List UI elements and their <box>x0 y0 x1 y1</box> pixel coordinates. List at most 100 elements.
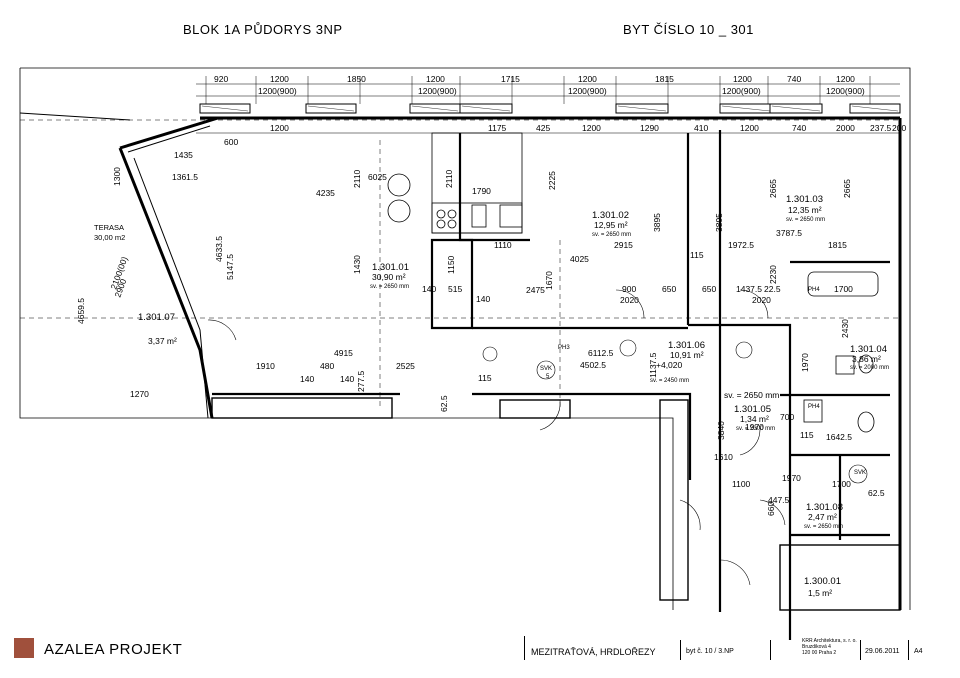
footer-date: 29.06.2011 <box>865 648 900 655</box>
svg-text:SVK: SVK <box>540 366 552 372</box>
top-dimensions-row1: 920 1200 1850 1200 1715 1200 1815 1200 7… <box>214 74 855 84</box>
svg-text:+4,020: +4,020 <box>656 360 683 370</box>
svg-text:5147.5: 5147.5 <box>225 254 235 280</box>
svg-text:4633.5: 4633.5 <box>214 236 224 262</box>
svg-text:1.301.06: 1.301.06 <box>668 340 705 351</box>
top-dimension-lines <box>196 76 900 134</box>
office-line3: 120 00 Praha 2 <box>802 650 837 656</box>
svg-text:1.301.01: 1.301.01 <box>372 262 409 273</box>
room-1301-04: 1.301.04 3,86 m² sv. = 2000 mm <box>850 344 889 371</box>
svg-text:62.5: 62.5 <box>868 488 885 498</box>
room-1300-01: 1.300.01 1,5 m² <box>804 576 841 598</box>
svg-text:115: 115 <box>690 250 704 260</box>
svg-text:1642.5: 1642.5 <box>826 432 852 442</box>
svg-text:900: 900 <box>622 284 636 294</box>
footer-divider <box>680 640 681 660</box>
svg-text:1700: 1700 <box>832 479 851 489</box>
svg-text:2665: 2665 <box>768 179 778 198</box>
circle-markers <box>482 339 868 484</box>
door-swings <box>207 289 786 586</box>
svg-text:62.5: 62.5 <box>439 395 449 412</box>
svg-text:515: 515 <box>448 284 462 294</box>
footer-divider <box>524 636 525 660</box>
symbol-labels: SVK 5 SVK PH3 PH4 PH4 <box>540 287 866 476</box>
svg-text:1850: 1850 <box>347 74 366 84</box>
svg-text:1815: 1815 <box>828 240 847 250</box>
footer-office: KRR Architektura, s. r. o. Bruzdiková 4 … <box>802 638 857 656</box>
svg-text:1815: 1815 <box>655 74 674 84</box>
svg-text:22.5: 22.5 <box>764 284 781 294</box>
top-dimensions-row3: 600 1200 1175 425 1200 1290 410 1200 740… <box>224 123 906 147</box>
svg-text:140: 140 <box>476 294 490 304</box>
svg-text:140: 140 <box>422 284 436 294</box>
svg-text:6112.5: 6112.5 <box>588 348 614 358</box>
footer-sheet: byt č. 10 / 3.NP <box>686 648 734 655</box>
svg-text:277.5: 277.5 <box>356 370 366 392</box>
svg-text:5: 5 <box>546 374 550 380</box>
svg-text:TERASA: TERASA <box>94 223 124 232</box>
svg-text:sv. = 2300 mm: sv. = 2300 mm <box>736 426 775 432</box>
svg-text:650: 650 <box>702 284 716 294</box>
svg-text:700: 700 <box>780 412 794 422</box>
svg-text:2475: 2475 <box>526 285 545 295</box>
svg-text:1290: 1290 <box>640 123 659 133</box>
svg-text:920: 920 <box>214 74 228 84</box>
svg-text:sv. = 2650 mm: sv. = 2650 mm <box>370 284 409 290</box>
svg-text:1270: 1270 <box>130 389 149 399</box>
svg-text:1100: 1100 <box>732 479 751 489</box>
svg-text:1137.5: 1137.5 <box>648 352 658 378</box>
svg-text:1200(900): 1200(900) <box>258 86 297 96</box>
axis-lines <box>20 119 900 410</box>
svg-text:237.5: 237.5 <box>870 123 892 133</box>
svg-text:4502.5: 4502.5 <box>580 360 606 370</box>
svg-text:12,35 m²: 12,35 m² <box>788 205 822 215</box>
svg-text:1.301.05: 1.301.05 <box>734 404 771 415</box>
svg-text:447.5: 447.5 <box>768 495 790 505</box>
svg-text:sv. = 2650 mm: sv. = 2650 mm <box>786 217 825 223</box>
inner-dimensions: 6025 4235 1790 2110 2110 2225 3895 3895 … <box>76 150 885 516</box>
room-1301-02: 1.301.02 12,95 m² sv. = 2650 mm <box>592 210 631 238</box>
svg-text:1970: 1970 <box>782 473 801 483</box>
room-1301-07: 1.301.07 3,37 m² <box>138 312 177 346</box>
svg-text:1110: 1110 <box>494 240 512 250</box>
room-labels: 1.301.01 30,90 m² sv. = 2650 mm 1.301.02… <box>94 194 889 598</box>
svg-text:1361.5: 1361.5 <box>172 172 198 182</box>
svg-text:3840: 3840 <box>716 421 726 440</box>
svg-text:200: 200 <box>892 123 906 133</box>
footer-divider <box>908 640 909 660</box>
svg-text:3895: 3895 <box>652 213 662 232</box>
svg-text:410: 410 <box>694 123 708 133</box>
svg-text:1200: 1200 <box>582 123 601 133</box>
footer-divider <box>860 640 861 660</box>
svg-text:740: 740 <box>792 123 806 133</box>
svg-text:3895: 3895 <box>714 213 724 232</box>
svg-text:660: 660 <box>766 502 776 516</box>
svg-text:650: 650 <box>662 284 676 294</box>
svg-text:12,95 m²: 12,95 m² <box>594 220 628 230</box>
svg-text:1435: 1435 <box>174 150 193 160</box>
svg-text:480: 480 <box>320 361 334 371</box>
header-left-title: BLOK 1A PŮDORYS 3NP <box>183 22 343 37</box>
terrace-label: TERASA 30,00 m2 <box>94 223 125 242</box>
svg-text:1200(900): 1200(900) <box>418 86 457 96</box>
svg-text:2230: 2230 <box>768 265 778 284</box>
svg-text:sv. = 2650 mm: sv. = 2650 mm <box>724 390 779 400</box>
svg-text:1715: 1715 <box>501 74 520 84</box>
svg-text:1200: 1200 <box>740 123 759 133</box>
footer-authors: MEZITRAŤOVÁ, HRDLOŘEZY <box>531 647 656 657</box>
kitchen-counter <box>387 132 523 234</box>
svg-text:4659.5: 4659.5 <box>76 298 86 324</box>
svg-text:1200: 1200 <box>578 74 597 84</box>
header-right-title: BYT ČÍSLO 10 _ 301 <box>623 22 754 37</box>
svg-text:1790: 1790 <box>472 186 491 196</box>
svg-text:4235: 4235 <box>316 188 335 198</box>
svg-text:1200: 1200 <box>270 123 289 133</box>
svg-text:140: 140 <box>340 374 354 384</box>
svg-text:4915: 4915 <box>334 348 353 358</box>
svg-text:3,37 m²: 3,37 m² <box>148 336 177 346</box>
svg-text:sv. = 2650 mm: sv. = 2650 mm <box>592 232 631 238</box>
svg-text:2225: 2225 <box>547 171 557 190</box>
svg-text:6025: 6025 <box>368 172 387 182</box>
svg-text:1700: 1700 <box>834 284 853 294</box>
svg-text:2000: 2000 <box>836 123 855 133</box>
